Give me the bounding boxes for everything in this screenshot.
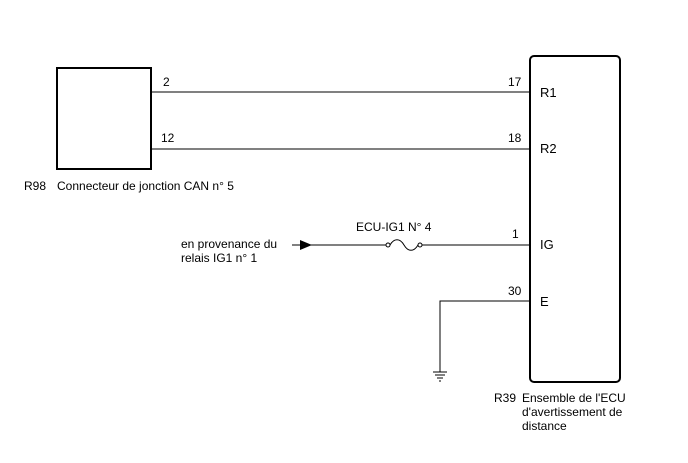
terminal-ig: IG [540,237,554,252]
r98-name: Connecteur de jonction CAN n° 5 [57,179,234,193]
r98-code: R98 [24,179,47,193]
r98-pin-12: 12 [161,131,175,145]
fuse-icon [385,239,423,251]
r98-pin-2: 2 [163,75,170,89]
terminal-r2: R2 [540,141,557,156]
r39-pin-1: 1 [512,227,519,241]
r39-pin-30: 30 [508,284,522,298]
feed-arrow-icon [300,240,312,250]
r39-pin-18: 18 [508,131,522,145]
r39-code: R39 [494,391,517,405]
r98-connector-box [56,67,152,170]
wire-e [439,300,530,372]
r39-ecu-box [529,55,621,383]
source-line-1: en provenance du [181,237,278,251]
fuse-label: ECU-IG1 N° 4 [356,220,432,234]
r39-pin-17: 17 [508,75,522,89]
r39-name-line-1: Ensemble de l'ECU [522,391,626,405]
source-line-2: relais IG1 n° 1 [181,251,258,265]
terminal-r1: R1 [540,85,557,100]
ground-icon [433,371,447,382]
r39-name-line-3: distance [522,419,567,433]
r39-name-line-2: d'avertissement de [522,405,623,419]
terminal-e: E [540,294,549,309]
